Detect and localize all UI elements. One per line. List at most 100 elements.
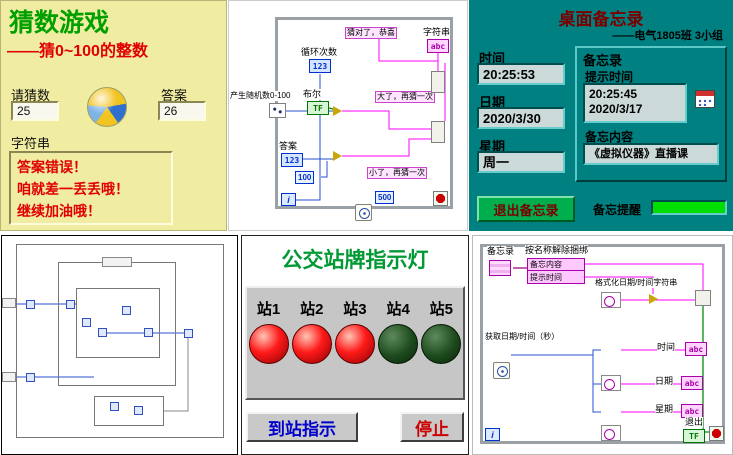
iteration-terminal: i: [485, 428, 500, 441]
random-number-node: [269, 103, 286, 118]
remind-date-value: 2020/3/17: [589, 102, 643, 116]
bus-stop-panel: 公交站牌指示灯 站1 站2 站3 站4 站5 到站指示 停止: [241, 235, 469, 455]
station-led-4: [378, 324, 419, 364]
station-led-1: [248, 324, 289, 364]
loop-condition-terminal: [433, 191, 448, 206]
stop-sign-icon: [712, 429, 721, 438]
memo-cluster-label: 备忘录: [487, 246, 515, 257]
exit-memo-button[interactable]: 退出备忘录: [477, 196, 575, 222]
answer-terminal: 123: [281, 153, 303, 167]
answer-terminal-label: 答案: [279, 141, 298, 152]
edge-node: [2, 372, 16, 382]
bus-panel-title: 公交站牌指示灯: [281, 249, 429, 272]
case-selector: [102, 257, 132, 267]
constant-100: 100: [295, 171, 315, 184]
guess-game-title: 猜数游戏: [9, 9, 110, 37]
remind-time-label: 提示时间: [585, 70, 634, 84]
stop-button[interactable]: 停止: [400, 412, 464, 442]
wait-clock-icon: [355, 204, 372, 221]
station-label-1: 站1: [256, 301, 281, 318]
diagram-node: [26, 300, 35, 309]
get-datetime-clock-icon: [493, 362, 510, 379]
guess-value-field[interactable]: 25: [11, 101, 59, 121]
remind-time-display: 20:25:45 2020/3/17: [583, 83, 687, 123]
desktop-memo-panel: 桌面备忘录 ——电气1805班 3小组 时间 20:25:53 日期 2020/…: [469, 0, 733, 231]
select-node: [695, 290, 711, 306]
guess-game-subtitle: ——猜0~100的整数: [7, 43, 148, 60]
guess-game-panel: 猜数游戏 ——猜0~100的整数 请猜数 答案 25 26 字符串 答案错误！ …: [0, 0, 227, 231]
week-label: 星期: [479, 139, 506, 154]
loop-condition-terminal: [709, 426, 724, 441]
station-led-2: [291, 324, 332, 364]
memo-content-label: 备忘内容: [585, 130, 634, 144]
calendar-icon[interactable]: [695, 90, 715, 108]
remind-time-value: 20:25:45: [589, 87, 638, 101]
arrive-indicator-button[interactable]: 到站指示: [246, 412, 358, 442]
memo-subtitle: ——电气1805班 3小组: [612, 30, 723, 42]
station-label-3: 站3: [343, 301, 367, 318]
select-node: [431, 121, 445, 143]
format-datetime-node: [601, 292, 621, 308]
date-display: 2020/3/30: [477, 107, 565, 129]
select-node: [431, 71, 445, 93]
diagram-node: [134, 406, 143, 415]
time-terminal: abc: [685, 342, 707, 356]
stop-sign-icon: [436, 194, 445, 203]
time-terminal-label: 时间: [657, 342, 676, 353]
loop-count-label: 循环次数: [301, 47, 338, 58]
format-datetime-node: [601, 375, 621, 391]
loop-count-terminal: 123: [309, 59, 331, 73]
date-terminal-label: 日期: [655, 376, 674, 387]
memo-alert-indicator: [651, 200, 727, 215]
string-terminal: abc: [427, 39, 449, 53]
memo-title: 桌面备忘录: [558, 10, 644, 29]
unbundle-field-remind: 提示时间: [527, 271, 585, 284]
memo-content-display: 《虚拟仪器》直播课: [583, 143, 719, 165]
string-indicator-label: 字符串: [423, 27, 451, 38]
station-led-3: [334, 324, 375, 364]
exit-terminal: TF: [683, 429, 705, 443]
wait-constant: 500: [375, 191, 395, 204]
week-terminal: abc: [681, 404, 703, 418]
bool-label: 布尔: [303, 89, 322, 100]
high-message-constant: 大了，再猜一次: [375, 91, 435, 103]
date-label: 日期: [479, 95, 506, 110]
outer-structure: [16, 244, 224, 438]
week-terminal-label: 星期: [655, 404, 674, 415]
edge-node: [2, 298, 16, 308]
station-label-4: 站4: [386, 301, 410, 318]
diagram-node: [82, 318, 91, 327]
time-label: 时间: [479, 51, 506, 66]
memo-alert-label: 备忘提醒: [593, 203, 642, 217]
diagram-node: [110, 402, 119, 411]
indicator-board: 站1 站2 站3 站4 站5: [245, 286, 465, 400]
led-row: [247, 324, 463, 364]
win-message-constant: 猜对了，恭喜: [345, 27, 397, 39]
format-datetime-label: 格式化日期/时间字符串: [595, 278, 678, 288]
globe-icon: [87, 87, 127, 127]
answer-label: 答案: [161, 88, 188, 103]
week-display: 周一: [477, 151, 565, 173]
station-label-row: 站1 站2 站3 站4 站5: [247, 298, 463, 319]
station-label-5: 站5: [429, 301, 454, 318]
diagram-node: [98, 328, 107, 337]
message-line: 咱就差一丢丢哦！: [17, 181, 129, 197]
guess-label: 请猜数: [11, 88, 51, 103]
nested-block-diagram: [1, 235, 238, 455]
iteration-terminal: i: [281, 193, 296, 206]
while-loop-border: [480, 244, 725, 444]
low-message-constant: 小了，再猜一次: [367, 167, 427, 179]
diagram-node: [26, 373, 35, 382]
cluster-terminal: [489, 260, 511, 276]
diagram-node: [66, 300, 75, 309]
diagram-node: [122, 306, 131, 315]
station-label-2: 站2: [300, 301, 324, 318]
bool-terminal: TF: [307, 101, 329, 115]
unbundle-label: 按名称解除捆绑: [525, 245, 589, 256]
memo-group-label: 备忘录: [583, 53, 623, 68]
format-datetime-node: [601, 425, 621, 441]
message-line: 答案错误！: [17, 159, 87, 175]
inner-structure: [76, 288, 160, 358]
string-label: 字符串: [11, 136, 51, 151]
memo-block-diagram: 备忘录 按名称解除捆绑 备忘内容 提示时间 格式化日期/时间字符串 获取日期/时…: [472, 235, 733, 455]
